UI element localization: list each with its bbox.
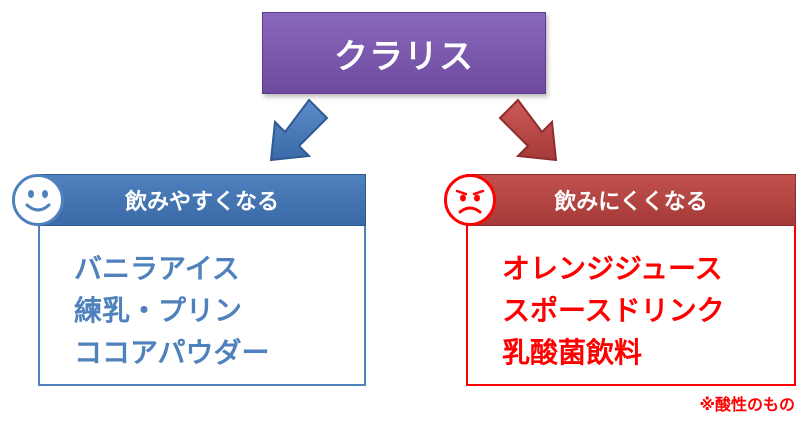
list-item: バニラアイス — [74, 252, 240, 285]
right-panel-header: 飲みにくくなる — [466, 174, 796, 226]
list-item: スポースドリンク — [502, 294, 725, 327]
right-panel-header-label: 飲みにくくなる — [554, 190, 708, 215]
left-panel-header: 飲みやすくなる — [38, 174, 366, 226]
title-label: クラリス — [334, 36, 474, 77]
left-panel-body: バニラアイス 練乳・プリン ココアパウダー — [38, 224, 366, 386]
list-item: 乳酸菌飲料 — [502, 336, 643, 369]
title-box: クラリス — [262, 12, 546, 94]
right-panel-body: オレンジジュース スポースドリンク 乳酸菌飲料 — [466, 224, 796, 386]
list-item: ココアパウダー — [74, 336, 270, 369]
arrow-down-left-icon — [269, 98, 329, 162]
list-item: 練乳・プリン — [74, 294, 243, 327]
arrow-down-right-icon — [498, 98, 558, 162]
sad-face-icon — [444, 174, 496, 226]
right-panel: オレンジジュース スポースドリンク 乳酸菌飲料 飲みにくくなる — [440, 174, 796, 386]
smile-face-icon — [12, 174, 64, 226]
left-panel-header-label: 飲みやすくなる — [124, 190, 279, 215]
acidic-note: ※酸性のもの — [699, 395, 795, 414]
list-item: オレンジジュース — [502, 252, 723, 285]
left-panel: バニラアイス 練乳・プリン ココアパウダー 飲みやすくなる — [12, 174, 366, 386]
